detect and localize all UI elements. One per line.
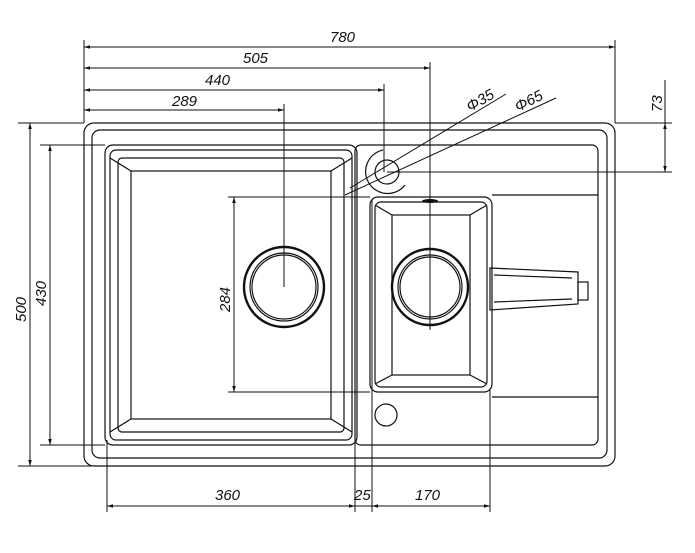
dim-25: 25 bbox=[353, 487, 371, 504]
extension-lines bbox=[18, 40, 672, 512]
sink-outline bbox=[83, 122, 616, 467]
dim-284: 284 bbox=[217, 287, 234, 313]
dimension-lines bbox=[28, 45, 667, 508]
dim-780: 780 bbox=[330, 29, 356, 46]
dim-360: 360 bbox=[215, 487, 241, 504]
dim-73: 73 bbox=[649, 95, 666, 112]
main-bowl bbox=[104, 144, 358, 446]
dim-289: 289 bbox=[171, 93, 198, 110]
dim-phi65: Φ65 bbox=[512, 87, 546, 116]
dim-170: 170 bbox=[415, 487, 441, 504]
dim-phi35: Φ35 bbox=[464, 86, 498, 116]
drainer-rib bbox=[489, 194, 598, 398]
dim-440: 440 bbox=[205, 72, 231, 89]
dim-500: 500 bbox=[13, 296, 30, 322]
dim-430: 430 bbox=[33, 280, 50, 306]
overflow-hole bbox=[374, 403, 398, 427]
small-bowl bbox=[369, 196, 493, 393]
dim-505: 505 bbox=[243, 50, 269, 67]
